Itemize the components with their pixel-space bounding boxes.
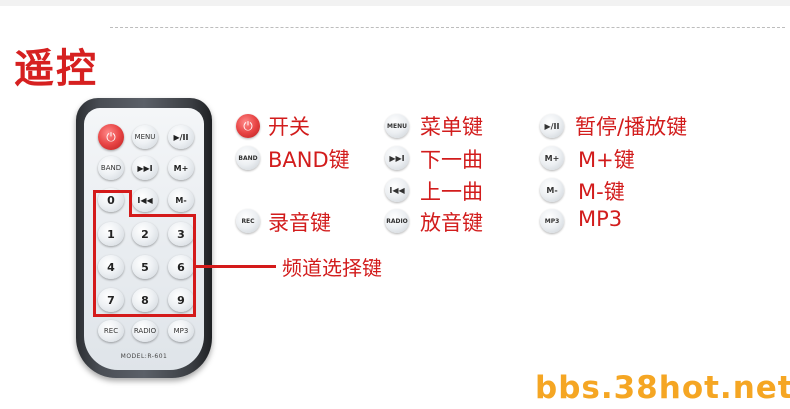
model-label: MODEL:R-601 <box>120 353 168 360</box>
remote-digit-1: 1 <box>98 222 124 246</box>
legend-menu-label: 菜单键 <box>420 115 483 139</box>
highlight-box-top-right <box>129 214 196 217</box>
legend-play-pause-icon: ▶/II <box>540 114 564 138</box>
remote-next-button: ▶▶I <box>132 156 158 180</box>
remote-digit-7: 7 <box>98 288 124 312</box>
remote-m-plus-button: M+ <box>168 156 194 180</box>
top-border <box>0 0 790 6</box>
remote-power-button: ⏻ <box>98 124 124 150</box>
legend-m-plus-label: M+键 <box>578 148 635 172</box>
remote-control: ⏻ MENU ▶/II BAND ▶▶I M+ 0 I◀◀ M- 1 2 3 4… <box>76 98 212 378</box>
remote-rec-button: REC <box>98 320 124 342</box>
highlight-box-bottom <box>93 314 196 317</box>
site-watermark: bbs.38hot.net <box>535 370 790 406</box>
page-title: 遥控 <box>14 46 98 92</box>
remote-menu-button: MENU <box>132 125 158 149</box>
remote-face: ⏻ MENU ▶/II BAND ▶▶I M+ 0 I◀◀ M- 1 2 3 4… <box>84 108 204 370</box>
remote-digit-6: 6 <box>168 255 194 279</box>
highlight-box-step-vertical <box>129 190 132 216</box>
legend-next-label: 下一曲 <box>420 148 483 172</box>
legend-m-minus-icon: M- <box>540 178 564 202</box>
remote-mp3-button: MP3 <box>168 320 194 342</box>
highlight-box-left <box>93 190 96 317</box>
remote-digit-9: 9 <box>168 288 194 312</box>
highlight-box-top-left <box>93 190 131 193</box>
legend-power-icon: ⏻ <box>236 114 260 138</box>
remote-digit-8: 8 <box>132 288 158 312</box>
legend-mp3-label: MP3 <box>578 207 623 231</box>
legend-band-label: BAND键 <box>268 148 350 172</box>
legend-radio-icon: RADIO <box>385 209 409 233</box>
power-icon: ⏻ <box>106 129 116 144</box>
channel-select-label: 频道选择键 <box>282 256 382 280</box>
legend-prev-icon: I◀◀ <box>385 178 409 202</box>
legend-m-plus-icon: M+ <box>540 146 564 170</box>
legend-radio-label: 放音键 <box>420 211 483 235</box>
remote-play-pause-button: ▶/II <box>168 125 194 149</box>
legend-prev-label: 上一曲 <box>420 180 483 204</box>
remote-radio-button: RADIO <box>132 320 158 342</box>
legend-mp3-icon: MP3 <box>540 209 564 233</box>
legend-play-pause-label: 暂停/播放键 <box>575 115 688 139</box>
remote-digit-3: 3 <box>168 222 194 246</box>
remote-digit-5: 5 <box>132 255 158 279</box>
legend-rec-label: 录音键 <box>268 211 331 235</box>
highlight-box-right <box>193 214 196 317</box>
remote-m-minus-button: M- <box>168 188 194 212</box>
legend-next-icon: ▶▶I <box>385 146 409 170</box>
remote-prev-button: I◀◀ <box>132 188 158 212</box>
legend-band-icon: BAND <box>236 146 260 170</box>
channel-pointer-line <box>196 265 276 268</box>
remote-digit-4: 4 <box>98 255 124 279</box>
legend-menu-icon: MENU <box>385 114 409 138</box>
remote-band-button: BAND <box>98 156 124 180</box>
dashed-divider <box>110 27 785 28</box>
legend-m-minus-label: M-键 <box>578 180 625 204</box>
legend-rec-icon: REC <box>236 209 260 233</box>
legend-power-label: 开关 <box>268 115 310 139</box>
remote-digit-2: 2 <box>132 222 158 246</box>
